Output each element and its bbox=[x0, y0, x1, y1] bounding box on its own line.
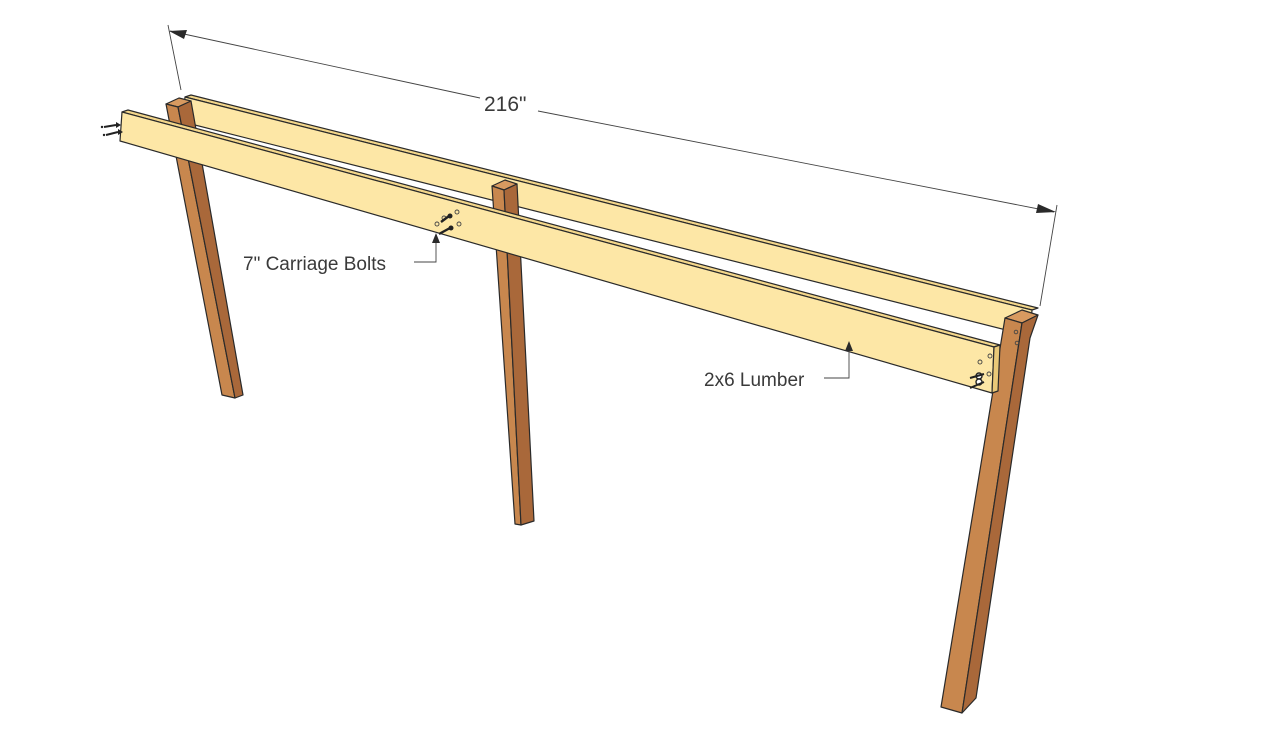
bolts-callout-label: 7" Carriage Bolts bbox=[243, 254, 386, 275]
back-beam bbox=[182, 94, 1039, 337]
bolt-holes-right bbox=[977, 329, 1020, 377]
bolts-leader-line bbox=[414, 233, 440, 263]
front-beam bbox=[119, 109, 1001, 394]
arrowhead-left-icon bbox=[169, 30, 187, 39]
dimension-label: 216" bbox=[484, 93, 527, 116]
lumber-leader-line bbox=[824, 341, 853, 379]
lumber-callout-label: 2x6 Lumber bbox=[704, 370, 805, 391]
dimension-line bbox=[167, 24, 1058, 307]
middle-post bbox=[491, 179, 535, 526]
arrowhead-right-icon bbox=[1036, 204, 1056, 213]
left-post bbox=[165, 97, 244, 399]
right-post bbox=[940, 309, 1039, 714]
carriage-bolt-icon bbox=[438, 213, 454, 236]
carriage-bolt-icon-right bbox=[969, 372, 985, 389]
carriage-bolt-icon-left bbox=[100, 122, 123, 137]
